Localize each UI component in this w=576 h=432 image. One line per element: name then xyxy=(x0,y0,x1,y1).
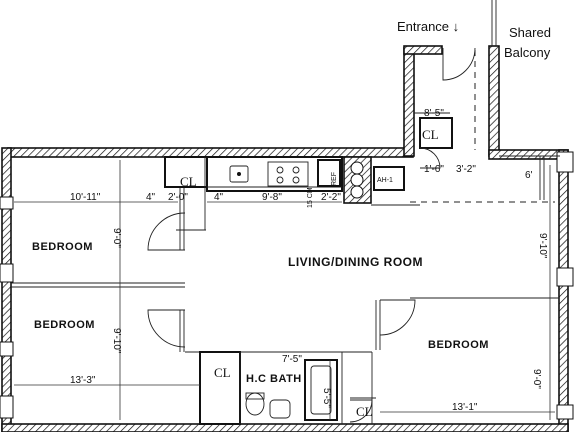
dim-3-2: 3'-2" xyxy=(456,164,476,175)
dim-8-5: 8'-5" xyxy=(424,108,444,119)
dim-10-11: 10'-11" xyxy=(70,192,101,203)
doors xyxy=(147,47,476,423)
bottom-wall xyxy=(1,423,569,432)
toilet-icon xyxy=(245,392,265,416)
top-wall-right xyxy=(488,149,569,160)
dim-4a: 4" xyxy=(146,192,156,203)
corridor-wall-left xyxy=(403,47,415,157)
dim-9-8: 9'-8" xyxy=(262,192,282,203)
dim-2-0: 2'-0" xyxy=(168,192,188,203)
cm-label: 15 CM xyxy=(307,187,314,208)
shared-balcony-label-2: Balcony xyxy=(504,45,551,60)
dim-9-0-a: 9'-0" xyxy=(111,228,122,248)
room-label-bedroom-se: BEDROOM xyxy=(428,339,489,351)
bath-fixtures xyxy=(245,365,332,419)
closet-label-bath: CL xyxy=(214,365,231,380)
sink-icon xyxy=(269,399,291,419)
exterior-walls xyxy=(1,45,569,432)
room-label-living-dining: LIVING/DINING ROOM xyxy=(288,255,423,269)
dim-7-5: 7'-5" xyxy=(282,354,302,365)
shared-balcony-label-1: Shared xyxy=(509,25,551,40)
dimension-labels: 10'-11" 4" 2'-0" 4" 9'-8" 2'-2" 8'-5" 1'… xyxy=(70,108,548,413)
closet-label-se: CL xyxy=(356,404,373,419)
closet-label-entry: CL xyxy=(422,127,439,142)
room-label-bedroom-nw: BEDROOM xyxy=(32,241,93,253)
left-wall xyxy=(1,147,12,432)
dim-9-0-b: 9'-0" xyxy=(531,369,542,389)
dim-13-3: 13'-3" xyxy=(70,375,96,386)
closet-label-top: CL xyxy=(180,174,197,189)
entrance-label: Entrance ↓ xyxy=(397,19,459,34)
interior-walls xyxy=(11,112,559,425)
right-wall xyxy=(558,149,569,432)
dim-6: 6' xyxy=(525,170,533,181)
balcony-wall xyxy=(488,45,500,157)
dim-9-10-l: 9'-10" xyxy=(111,328,122,354)
dim-5-5: 5'-5" xyxy=(321,388,332,408)
dimension-lines xyxy=(14,50,555,420)
top-wall xyxy=(7,147,414,158)
dim-9-10-r: 9'-10" xyxy=(537,233,548,259)
dim-4b: 4" xyxy=(214,192,224,203)
dim-1-6: 1'-6" xyxy=(424,164,444,175)
windows xyxy=(0,151,574,420)
dim-13-1: 13'-1" xyxy=(452,402,478,413)
tub-icon xyxy=(310,365,332,415)
corridor-wall-top xyxy=(403,45,443,55)
room-label-bedroom-w: BEDROOM xyxy=(34,319,95,331)
stove-icon xyxy=(267,161,309,187)
ah-label: AH-1 xyxy=(377,177,393,184)
kitchen-fixtures xyxy=(229,161,309,187)
dim-2-2: 2'-2" xyxy=(321,192,341,203)
room-label-hc-bath: H.C BATH xyxy=(246,373,302,385)
ref-label: REF xyxy=(331,172,338,186)
balcony-railing xyxy=(491,0,560,200)
